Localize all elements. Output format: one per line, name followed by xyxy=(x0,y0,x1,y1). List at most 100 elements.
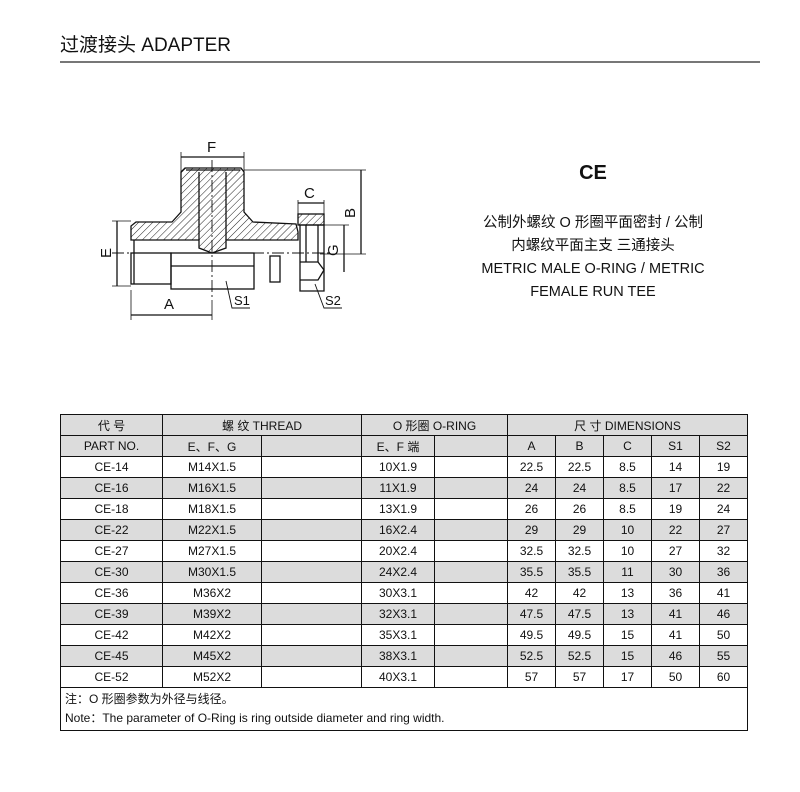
cell-oring: 24X2.4 xyxy=(361,561,435,583)
cell-blank xyxy=(261,666,362,688)
cell-s2: 60 xyxy=(699,666,748,688)
cell-blank xyxy=(434,498,508,520)
cell-part: CE-36 xyxy=(60,582,163,604)
cell-blank xyxy=(434,540,508,562)
cell-oring: 10X1.9 xyxy=(361,456,435,478)
cell-blank xyxy=(434,582,508,604)
cell-c: 8.5 xyxy=(603,477,652,499)
cell-blank xyxy=(434,456,508,478)
cell-a: 22.5 xyxy=(507,456,556,478)
cell-s1: 22 xyxy=(651,519,700,541)
cell-part: CE-22 xyxy=(60,519,163,541)
header-a: A xyxy=(507,435,556,457)
cell-a: 24 xyxy=(507,477,556,499)
cell-thread: M30X1.5 xyxy=(162,561,262,583)
cell-s1: 14 xyxy=(651,456,700,478)
note-en: Note：The parameter of O-Ring is ring out… xyxy=(65,711,445,725)
note-cn: 注：O 形圈参数为外径与线径。 xyxy=(65,692,234,706)
header-thread: 螺 纹 THREAD xyxy=(162,414,362,436)
cell-thread: M22X1.5 xyxy=(162,519,262,541)
fitting-body-section xyxy=(130,167,299,254)
cell-oring: 40X3.1 xyxy=(361,666,435,688)
cell-oring: 11X1.9 xyxy=(361,477,435,499)
cell-blank xyxy=(434,624,508,646)
cell-a: 57 xyxy=(507,666,556,688)
cell-c: 13 xyxy=(603,582,652,604)
cell-part: CE-30 xyxy=(60,561,163,583)
cell-s2: 41 xyxy=(699,582,748,604)
cell-a: 29 xyxy=(507,519,556,541)
nut-s2 xyxy=(299,224,325,292)
cell-oring: 30X3.1 xyxy=(361,582,435,604)
cell-s2: 27 xyxy=(699,519,748,541)
cell-a: 52.5 xyxy=(507,645,556,667)
description-line: 公制外螺纹 O 形圈平面密封 / 公制 xyxy=(483,215,703,231)
cell-blank xyxy=(434,561,508,583)
cell-s2: 32 xyxy=(699,540,748,562)
cell-b: 29 xyxy=(555,519,604,541)
cell-c: 10 xyxy=(603,519,652,541)
header-s1: S1 xyxy=(651,435,700,457)
cell-thread: M39X2 xyxy=(162,603,262,625)
label-f: F xyxy=(207,139,216,156)
cell-s2: 46 xyxy=(699,603,748,625)
cell-b: 35.5 xyxy=(555,561,604,583)
header-thread-efg: E、F、G xyxy=(162,435,262,457)
cell-a: 49.5 xyxy=(507,624,556,646)
cell-c: 11 xyxy=(603,561,652,583)
product-description: 公制外螺纹 O 形圈平面密封 / 公制 内螺纹平面主支 三通接头 METRIC … xyxy=(440,212,746,304)
cell-b: 49.5 xyxy=(555,624,604,646)
cell-part: CE-18 xyxy=(60,498,163,520)
header-row-1: 代 号 螺 纹 THREAD O 形圈 O-RING 尺 寸 DIMENSION… xyxy=(60,414,748,436)
cell-b: 47.5 xyxy=(555,603,604,625)
cell-a: 26 xyxy=(507,498,556,520)
cell-s1: 50 xyxy=(651,666,700,688)
hex-s1 xyxy=(170,252,255,290)
header-part: 代 号 xyxy=(60,414,163,436)
cell-oring: 32X3.1 xyxy=(361,603,435,625)
cell-part: CE-45 xyxy=(60,645,163,667)
cell-part: CE-27 xyxy=(60,540,163,562)
header-part-no: PART NO. xyxy=(60,435,163,457)
cell-s1: 19 xyxy=(651,498,700,520)
cell-part: CE-39 xyxy=(60,603,163,625)
note-row: 注：O 形圈参数为外径与线径。 Note：The parameter of O-R… xyxy=(60,687,748,731)
cell-thread: M45X2 xyxy=(162,645,262,667)
header-blank xyxy=(434,435,508,457)
label-c: C xyxy=(304,185,315,202)
cell-s1: 17 xyxy=(651,477,700,499)
cell-thread: M42X2 xyxy=(162,624,262,646)
cell-oring: 38X3.1 xyxy=(361,645,435,667)
cell-part: CE-52 xyxy=(60,666,163,688)
cell-blank xyxy=(434,477,508,499)
cell-blank xyxy=(261,540,362,562)
cell-blank xyxy=(261,582,362,604)
cell-blank xyxy=(261,561,362,583)
cell-oring: 20X2.4 xyxy=(361,540,435,562)
description-line: METRIC MALE O-RING / METRIC xyxy=(481,261,705,277)
cell-s1: 27 xyxy=(651,540,700,562)
cell-blank xyxy=(261,519,362,541)
cell-s1: 30 xyxy=(651,561,700,583)
cell-oring: 16X2.4 xyxy=(361,519,435,541)
cell-b: 26 xyxy=(555,498,604,520)
cell-b: 57 xyxy=(555,666,604,688)
cell-s2: 50 xyxy=(699,624,748,646)
label-b: B xyxy=(342,208,359,218)
cell-b: 52.5 xyxy=(555,645,604,667)
cell-part: CE-14 xyxy=(60,456,163,478)
title-divider xyxy=(60,61,760,63)
cell-s2: 55 xyxy=(699,645,748,667)
cell-s2: 19 xyxy=(699,456,748,478)
header-c: C xyxy=(603,435,652,457)
cell-s2: 36 xyxy=(699,561,748,583)
cell-a: 42 xyxy=(507,582,556,604)
cell-thread: M52X2 xyxy=(162,666,262,688)
cell-blank xyxy=(434,603,508,625)
cell-blank xyxy=(434,666,508,688)
